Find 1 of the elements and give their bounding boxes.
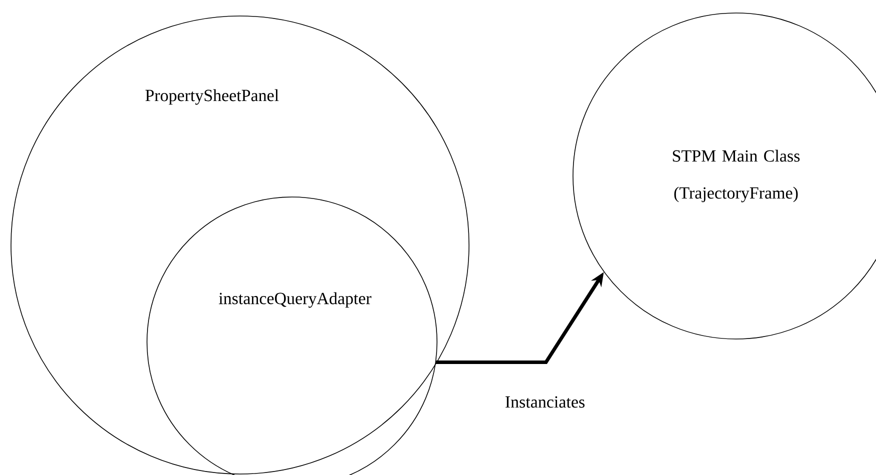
edge-label: Instanciates bbox=[504, 395, 586, 409]
